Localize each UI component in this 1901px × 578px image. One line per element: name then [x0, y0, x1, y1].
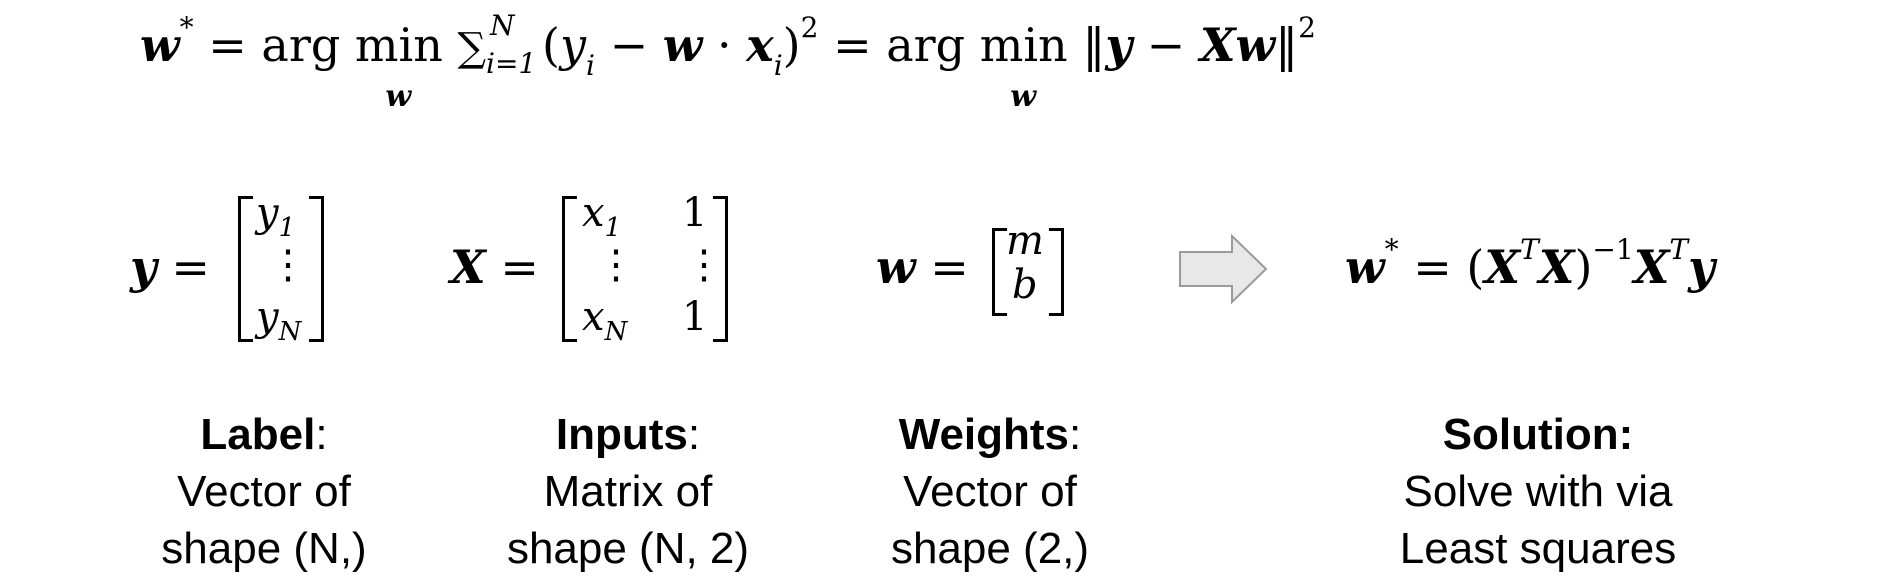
eq-x: x — [746, 18, 774, 72]
y-vector-entry-n: yN — [256, 294, 302, 347]
X-matrix-left-bracket — [562, 196, 577, 342]
caption-solution: Solution: Solve with via Least squares — [1368, 406, 1708, 577]
sol-T2: T — [1669, 233, 1689, 266]
y-def-symbol: y — [130, 240, 157, 294]
eq-close-paren: ) — [782, 18, 801, 72]
sol-X3: X — [1633, 240, 1670, 294]
sol-w: w — [1345, 240, 1385, 294]
y-vector-left-bracket — [238, 196, 253, 342]
w-def-equals: = — [930, 240, 969, 294]
eq-norm-open: ‖ — [1082, 18, 1106, 72]
sol-open-paren: ( — [1466, 240, 1485, 294]
w-entry-m: m — [1006, 218, 1044, 264]
caption-solution-line-1: Solve with via — [1403, 467, 1673, 516]
X-entry-xn: xN — [582, 294, 628, 347]
w-entry-b: b — [1012, 262, 1038, 308]
y-definition: y = — [130, 240, 210, 294]
sol-close-paren: ) — [1574, 240, 1593, 294]
eq-w: w — [140, 18, 180, 72]
eq-y-bold: y — [1105, 18, 1133, 72]
eq-w2: w — [662, 18, 703, 72]
caption-label-line-1: Vector of — [177, 467, 351, 516]
caption-solution-heading: Solution: — [1442, 410, 1634, 459]
X-def-symbol: X — [450, 240, 486, 294]
X-entry-one-bottom: 1 — [682, 294, 708, 340]
eq-norm-close: ‖ — [1275, 18, 1299, 72]
caption-inputs-heading: Inputs — [555, 410, 688, 459]
eq-y: y — [560, 18, 586, 72]
X-def-equals: = — [500, 240, 539, 294]
eq-minus-1: − — [609, 18, 649, 72]
caption-inputs-line-2: shape (N, 2) — [506, 524, 750, 573]
eq-x-sub: i — [773, 49, 783, 82]
eq-star: * — [179, 11, 194, 44]
X-entry-dots-2: ⋮ — [684, 242, 724, 288]
X-matrix-right-bracket — [713, 196, 728, 342]
w-vector: m b — [992, 218, 1064, 316]
X-matrix: x1 ⋮ xN 1 ⋮ 1 — [562, 190, 728, 347]
sol-y: y — [1688, 240, 1715, 294]
y-vector: y1 ⋮ yN — [238, 190, 324, 347]
w-vector-left-bracket — [992, 228, 1007, 316]
w-def-symbol: w — [876, 240, 916, 294]
right-arrow-icon — [1179, 234, 1268, 304]
eq-equals-2: = — [833, 18, 872, 72]
sol-star: * — [1384, 233, 1399, 266]
y-vector-entry-1: y1 — [256, 190, 296, 243]
eq-equals-1: = — [208, 18, 247, 72]
sol-X2: X — [1538, 240, 1575, 294]
w-definition: w = — [876, 240, 969, 294]
eq-argmin-sub-2: w — [1010, 79, 1037, 114]
eq-argmin-2: arg min w — [886, 18, 1082, 114]
eq-dot: · — [717, 18, 732, 72]
eq-argmin-sub-1: w — [385, 79, 412, 114]
eq-square-2: 2 — [1298, 11, 1316, 44]
caption-weights-line-2: shape (2,) — [890, 524, 1090, 573]
solution-equation: w* = (XTX)−1XTy — [1345, 233, 1715, 294]
caption-weights: Weights: Vector of shape (2,) — [840, 406, 1140, 577]
X-definition: X = — [450, 240, 539, 294]
caption-label-line-2: shape (N,) — [161, 524, 367, 573]
eq-y-sub: i — [586, 49, 595, 82]
sol-T1: T — [1520, 233, 1539, 266]
sol-equals: = — [1413, 240, 1452, 294]
X-entry-dots-1: ⋮ — [596, 242, 636, 288]
sol-inverse: −1 — [1592, 233, 1634, 266]
y-vector-right-bracket — [309, 196, 324, 342]
caption-solution-line-2: Least squares — [1399, 524, 1677, 573]
sol-X1: X — [1484, 240, 1521, 294]
eq-open-paren: ( — [542, 18, 560, 72]
eq-minus-2: − — [1146, 18, 1186, 72]
caption-weights-line-1: Vector of — [903, 467, 1077, 516]
eq-sum: ∑ — [457, 25, 487, 71]
X-entry-x1: x1 — [582, 190, 622, 243]
eq-square-1: 2 — [800, 11, 819, 44]
caption-weights-heading: Weights — [898, 410, 1070, 459]
X-entry-one-top: 1 — [682, 190, 708, 236]
caption-inputs-line-1: Matrix of — [543, 467, 713, 516]
eq-w3: w — [1235, 18, 1276, 72]
caption-label: Label: Vector of shape (N,) — [114, 406, 414, 577]
y-vector-entry-dots: ⋮ — [268, 242, 308, 288]
y-def-equals: = — [171, 240, 210, 294]
eq-argmin-1: arg min w — [261, 18, 457, 114]
w-vector-right-bracket — [1049, 228, 1064, 316]
caption-label-heading: Label — [200, 410, 316, 459]
eq-X: X — [1199, 18, 1236, 72]
caption-inputs: Inputs: Matrix of shape (N, 2) — [478, 406, 778, 577]
